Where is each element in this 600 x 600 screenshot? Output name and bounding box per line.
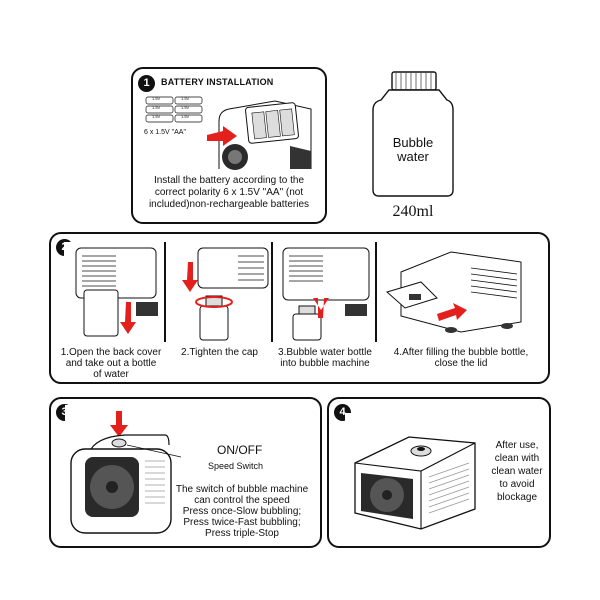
step3-description: The switch of bubble machine can control…	[175, 484, 309, 539]
bottle-icon	[372, 71, 454, 197]
step2-caption-4: 4.After filling the bubble bottle, close…	[393, 347, 529, 369]
bottle-volume: 240ml	[392, 203, 434, 220]
battery-compartment-illustration	[205, 91, 317, 171]
step3-panel: 3 ON/OFF Speed Switch The switch of bubb…	[49, 397, 322, 548]
clean-machine-illustration	[345, 413, 485, 535]
battery-grid-graphic	[145, 96, 203, 123]
battery-cell-label: 1.5V	[181, 105, 190, 110]
bubble-water-bottle: Bubble water 240ml	[363, 70, 463, 225]
battery-cell-label: 1.5V	[181, 96, 190, 101]
tighten-cap-illustration	[168, 242, 273, 342]
step4-advice: After use, clean with clean water to avo…	[491, 440, 543, 503]
step2-panel: 2	[49, 232, 550, 384]
battery-cell-label: 1.5V	[152, 105, 161, 110]
battery-spec-label: 6 x 1.5V "AA"	[144, 129, 186, 136]
power-switch-icon	[111, 438, 127, 448]
step2-caption-1: 1.Open the back cover and take out a bot…	[60, 347, 162, 380]
red-arrow-icon	[182, 262, 198, 292]
step2-caption-3: 3.Bubble water bottle into bubble machin…	[278, 347, 372, 369]
red-arrow-icon	[110, 411, 128, 437]
step4-panel: 4 After use, clean with clean water to a…	[327, 397, 551, 548]
step2-caption-2: 2.Tighten the cap	[181, 347, 258, 358]
battery-cell-label: 1.5V	[152, 96, 161, 101]
on-off-label: ON/OFF	[217, 443, 263, 457]
speed-switch-machine-illustration	[65, 405, 205, 543]
rotate-arrow-icon	[195, 296, 233, 308]
red-arrow-icon	[313, 298, 329, 318]
step1-panel: 1 BATTERY INSTALLATION 1.5V 1.5V 1.5V 1.…	[131, 67, 327, 224]
speed-switch-label: Speed Switch	[208, 461, 264, 471]
red-arrow-icon	[207, 126, 237, 146]
battery-cell-label: 1.5V	[181, 114, 190, 119]
insert-bottle-illustration	[275, 242, 377, 342]
step-number-badge: 1	[138, 75, 155, 92]
open-back-cover-illustration	[64, 242, 166, 342]
battery-grid: 1.5V 1.5V 1.5V 1.5V 1.5V 1.5V	[145, 96, 203, 124]
red-arrow-icon	[437, 303, 467, 321]
close-lid-illustration	[381, 242, 536, 342]
red-arrow-icon	[120, 302, 136, 334]
step1-instruction: Install the battery according to the cor…	[148, 175, 310, 210]
battery-cell-label: 1.5V	[152, 114, 161, 119]
bottle-label: Bubble water	[392, 135, 434, 164]
step1-title: BATTERY INSTALLATION	[161, 77, 274, 87]
